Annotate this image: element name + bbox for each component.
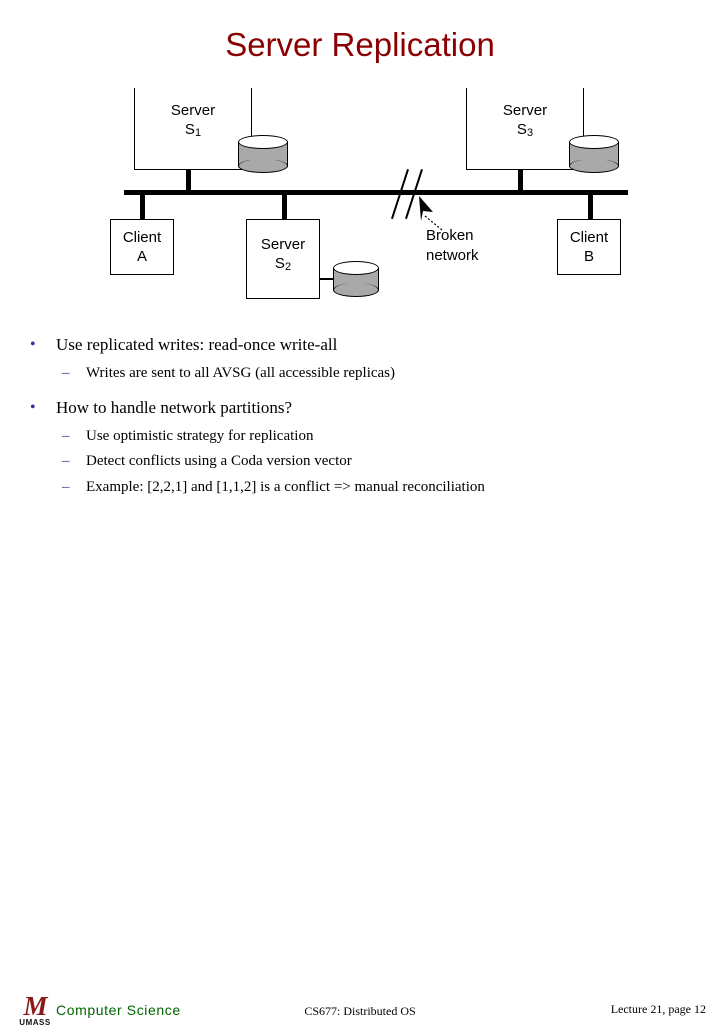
broken-network-label: Broken network [426, 226, 479, 265]
node-client-b[interactable]: Client B [557, 219, 621, 275]
broken-network-line1: Broken [426, 227, 474, 244]
bullet-text: How to handle network partitions? [56, 398, 293, 418]
network-bus-line [124, 190, 628, 195]
bullet-marker: – [62, 453, 70, 470]
cylinder-top [569, 135, 619, 149]
node-server-s1[interactable]: Server S1 [134, 88, 252, 170]
bullet-text: Writes are sent to all AVSG (all accessi… [86, 364, 396, 381]
page-title: Server Replication [225, 26, 495, 63]
node-client-a-label: Client [122, 229, 162, 246]
node-client-a[interactable]: Client A [110, 219, 174, 275]
stub-server-s1 [186, 168, 191, 193]
cylinder-bottom [238, 159, 288, 173]
bullet-text: Example: [2,2,1] and [1,1,2] is a confli… [86, 478, 485, 495]
bullet-marker: – [62, 427, 70, 444]
spacer [0, 387, 720, 396]
bullet-item-1: • Use replicated writes: read-once write… [0, 333, 720, 358]
bullet-marker: • [30, 399, 36, 417]
node-server-s2[interactable]: Server S2 [246, 219, 320, 299]
cylinder-top [333, 261, 379, 275]
stub-client-a [140, 193, 145, 219]
broken-network-pointer [419, 196, 443, 231]
bullet-marker: – [62, 364, 70, 381]
database-cylinder-icon-s2 [333, 261, 379, 297]
database-cylinder-icon-s3 [569, 135, 619, 173]
node-server-s2-label: Server [260, 236, 306, 253]
bullet-item-6: – Example: [2,2,1] and [1,1,2] is a conf… [0, 476, 720, 499]
stub-client-b [588, 193, 593, 219]
node-server-s3[interactable]: Server S3 [466, 88, 584, 170]
node-server-s1-label: Server [170, 102, 216, 119]
cylinder-bottom [333, 283, 379, 297]
stub-server-s2 [282, 193, 287, 219]
bullet-item-3: • How to handle network partitions? [0, 396, 720, 421]
node-server-s3-sublabel: S3 [516, 120, 534, 139]
cylinder-bottom [569, 159, 619, 173]
disk-link-s2 [320, 278, 334, 280]
stub-server-s3 [518, 168, 523, 193]
bullet-text: Detect conflicts using a Coda version ve… [86, 453, 352, 470]
bullet-item-2: – Writes are sent to all AVSG (all acces… [0, 362, 720, 385]
slide-footer: M UMASS Computer Science CS677: Distribu… [0, 494, 720, 1028]
broken-network-line2: network [426, 246, 479, 264]
footer-page-number: Lecture 21, page 12 [610, 1002, 706, 1016]
node-server-s3-label: Server [502, 102, 548, 119]
bullet-text: Use replicated writes: read-once write-a… [56, 335, 338, 354]
bullet-item-5: – Detect conflicts using a Coda version … [0, 450, 720, 473]
bullet-item-4: – Use optimistic strategy for replicatio… [0, 425, 720, 448]
node-server-s2-sublabel: S2 [274, 254, 292, 273]
node-client-a-sublabel: A [136, 247, 147, 265]
node-client-b-label: Client [569, 229, 609, 246]
bullet-marker: • [30, 336, 36, 353]
database-cylinder-icon-s1 [238, 135, 288, 173]
cylinder-top [238, 135, 288, 149]
bullet-marker: – [62, 478, 70, 495]
node-client-b-sublabel: B [583, 247, 594, 265]
node-server-s1-sublabel: S1 [184, 120, 202, 139]
umass-logo-text: UMASS [19, 1018, 51, 1027]
bullet-list: • Use replicated writes: read-once write… [0, 333, 720, 501]
bullet-text: Use optimistic strategy for replication [86, 427, 314, 444]
network-diagram: Server S1 Server S3 Client A Server S2 C… [0, 0, 720, 320]
